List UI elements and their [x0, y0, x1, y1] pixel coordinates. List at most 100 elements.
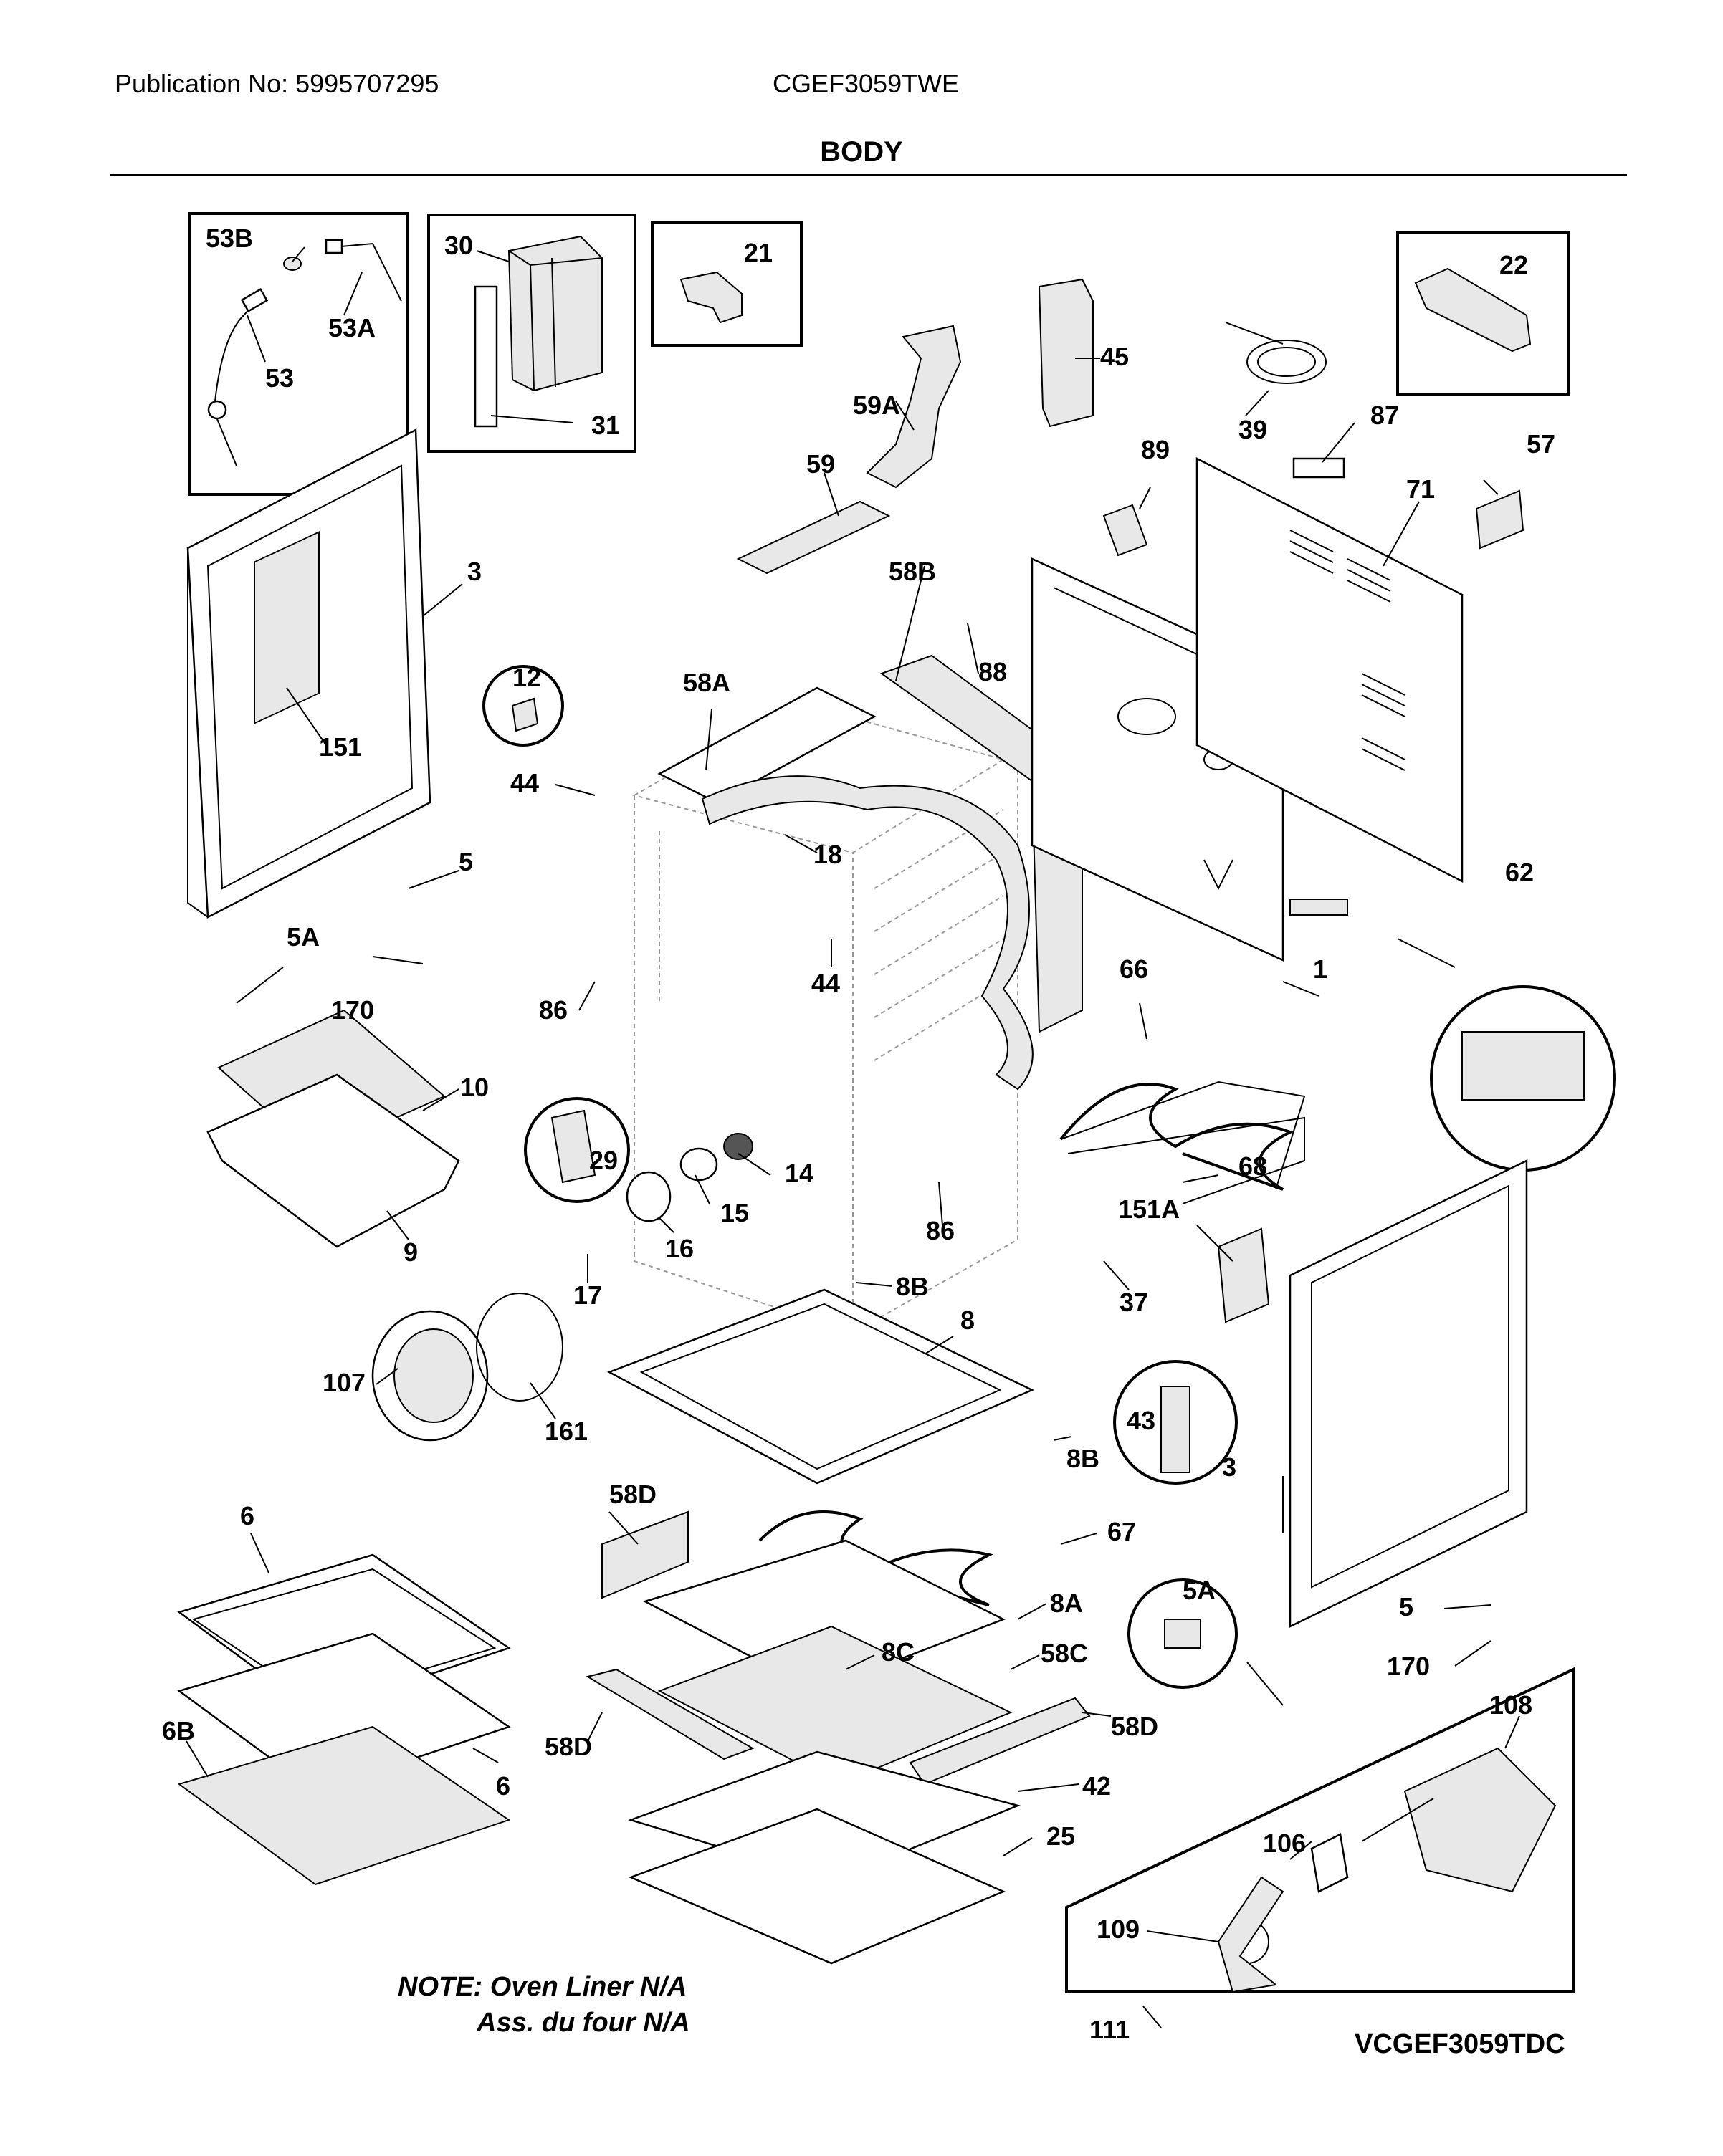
callout-5A-right: 5A	[1183, 1576, 1216, 1605]
callout-8C: 8C	[882, 1637, 915, 1667]
callout-3-left: 3	[467, 557, 482, 586]
model-number: CGEF3059TWE	[773, 69, 960, 98]
callout-1: 1	[1313, 954, 1327, 984]
broil-element	[1059, 1081, 1306, 1191]
left-side-panel	[186, 428, 431, 919]
inset-box-module-22	[1396, 231, 1570, 396]
light-socket	[626, 1133, 753, 1222]
header-rule	[110, 174, 1627, 176]
callout-circle-43	[1113, 1360, 1238, 1485]
callout-8: 8	[960, 1305, 975, 1335]
callout-58D-left: 58D	[545, 1732, 592, 1761]
callout-107: 107	[323, 1368, 366, 1397]
callout-151: 151	[319, 732, 362, 762]
callout-circle-12	[482, 665, 564, 747]
callout-58D-top: 58D	[609, 1480, 657, 1509]
element-shield-68	[1067, 1116, 1305, 1204]
callout-5-right: 5	[1399, 1592, 1413, 1621]
insulation-58C	[657, 1625, 1013, 1786]
inset-box-bracket-21	[651, 221, 803, 347]
callout-12: 12	[512, 663, 541, 692]
broiler-pan	[206, 1009, 460, 1248]
callout-6-top: 6	[240, 1501, 254, 1530]
callout-circle-29	[524, 1097, 630, 1203]
callout-108: 108	[1489, 1690, 1532, 1720]
callout-161: 161	[545, 1417, 588, 1446]
callout-22: 22	[1499, 250, 1528, 279]
vent-duct-59	[736, 500, 891, 575]
callout-labels: 53B 53A 53 30 31 21 22 45 59A 59 39 87 5…	[162, 224, 1555, 2044]
callout-30: 30	[444, 231, 473, 260]
callout-10: 10	[460, 1073, 489, 1102]
callout-42: 42	[1082, 1771, 1111, 1801]
oven-cavity	[632, 701, 1018, 1334]
callout-71: 71	[1406, 474, 1435, 504]
callout-8A: 8A	[1050, 1589, 1083, 1618]
callout-66: 66	[1120, 954, 1148, 984]
callout-44-top: 44	[510, 768, 539, 797]
leader-lines	[186, 246, 1520, 2028]
callout-8B-bottom: 8B	[1066, 1444, 1099, 1473]
callout-58C: 58C	[1041, 1639, 1088, 1668]
callout-87: 87	[1370, 401, 1399, 430]
callout-170-left: 170	[331, 995, 374, 1025]
back-panel-71	[1195, 456, 1464, 883]
terminal-block-62	[1289, 899, 1348, 916]
callout-6B: 6B	[162, 1716, 195, 1745]
harness-39	[1225, 322, 1327, 384]
callout-68: 68	[1238, 1151, 1267, 1181]
callout-43: 43	[1127, 1406, 1155, 1435]
callout-58D-right: 58D	[1111, 1712, 1158, 1741]
insulation-58D-left	[601, 1510, 689, 1599]
panel-25	[628, 1808, 1006, 1965]
cover-57	[1475, 489, 1524, 550]
callout-59: 59	[806, 449, 835, 479]
right-side-panel	[1289, 1159, 1528, 1628]
convection-cover	[371, 1293, 563, 1442]
inset-box-convection-fan	[1065, 1667, 1575, 1993]
callout-21: 21	[744, 238, 773, 267]
callout-170-right: 170	[1387, 1652, 1430, 1681]
callout-62: 62	[1505, 858, 1534, 887]
publication-number: Publication No: 5995707295	[115, 69, 439, 98]
callout-58B: 58B	[889, 557, 936, 586]
clip-87	[1292, 457, 1345, 479]
callout-57: 57	[1527, 429, 1555, 459]
callout-109: 109	[1097, 1915, 1140, 1944]
inset-box-thermostat-probe	[188, 212, 409, 496]
inset-box-control-housing	[427, 214, 636, 453]
callout-8B-top: 8B	[896, 1272, 929, 1301]
callout-31: 31	[591, 411, 620, 440]
callout-53: 53	[265, 363, 294, 393]
callout-5-left: 5	[459, 847, 473, 876]
callout-39: 39	[1238, 415, 1267, 444]
callout-53A: 53A	[328, 313, 376, 342]
note-line-2: Ass. du four N/A	[476, 2008, 690, 2038]
callout-3-right: 3	[1222, 1452, 1236, 1482]
callout-16: 16	[665, 1234, 694, 1263]
note-line-1: NOTE: Oven Liner N/A	[398, 1972, 687, 2002]
oven-insulation	[657, 654, 1083, 1091]
vent-duct-59A	[866, 325, 962, 489]
insulation-58D-bottom-left	[586, 1668, 755, 1760]
callout-45: 45	[1100, 342, 1129, 371]
section-title: BODY	[820, 136, 903, 168]
oven-bottom-8	[606, 1288, 1035, 1485]
callout-17: 17	[573, 1280, 602, 1310]
bracket-89	[1102, 504, 1148, 557]
callout-29: 29	[589, 1146, 618, 1175]
bracket-151A	[1217, 1227, 1270, 1323]
callout-88: 88	[978, 657, 1007, 686]
callout-18: 18	[813, 840, 842, 869]
callout-25: 25	[1046, 1821, 1075, 1851]
callout-6-bottom: 6	[496, 1771, 510, 1801]
callout-111: 111	[1089, 2015, 1130, 2044]
callout-37: 37	[1120, 1288, 1148, 1317]
oven-racks	[177, 1553, 511, 1886]
callout-151A: 151A	[1118, 1194, 1180, 1224]
callout-14: 14	[785, 1159, 813, 1188]
callout-67: 67	[1107, 1517, 1136, 1546]
callout-44-mid: 44	[811, 969, 840, 998]
callout-circle-5A	[1127, 1578, 1238, 1689]
